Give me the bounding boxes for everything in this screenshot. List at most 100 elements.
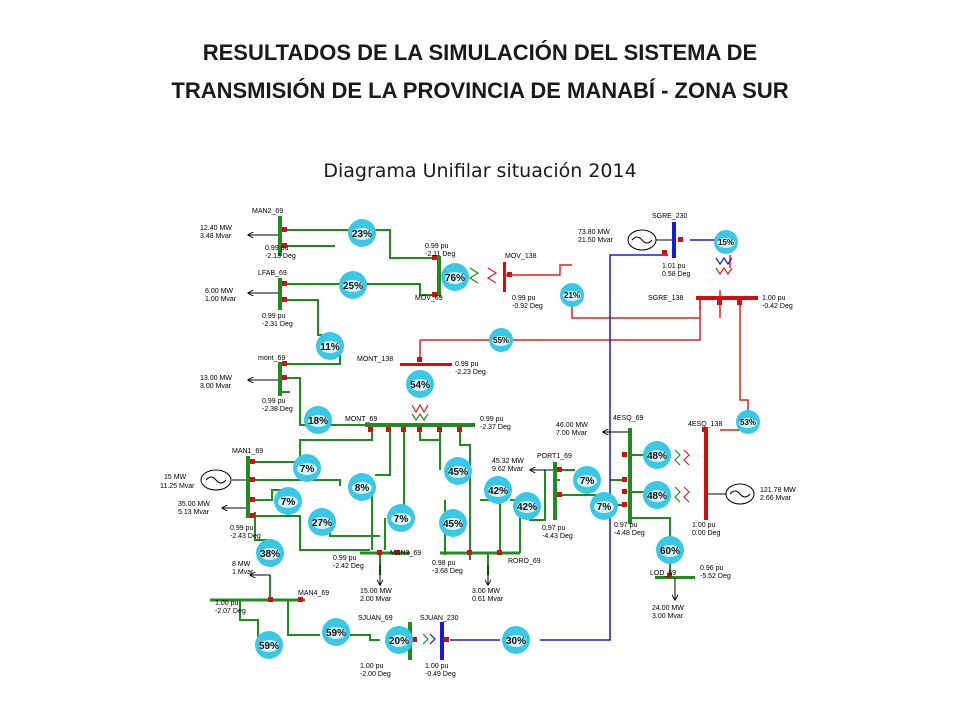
label-port1: PORT1_69 bbox=[537, 453, 572, 460]
generators bbox=[200, 229, 755, 505]
v-port-pu: 0.97 pu bbox=[542, 525, 565, 532]
bus-esq69 bbox=[628, 428, 632, 524]
bus-mont69-small bbox=[278, 362, 282, 396]
svg-text:42%: 42% bbox=[517, 502, 537, 513]
label-sgre230: SGRE_230 bbox=[652, 213, 688, 220]
label-sgre138: SGRE_138 bbox=[648, 295, 684, 302]
transformer-mont-icon bbox=[411, 403, 429, 422]
lines-138kv bbox=[419, 255, 749, 431]
load-man2-mw: 12.40 MW bbox=[200, 225, 232, 232]
gauge-11: 11% bbox=[316, 332, 344, 360]
v-sgre230-pu: 1.01 pu bbox=[662, 263, 685, 270]
load-lfab-mvar: 1.00 Mvar bbox=[205, 296, 237, 303]
label-roro: RORO_69 bbox=[508, 558, 541, 565]
gauge-53: 53% bbox=[736, 410, 760, 434]
v-sjuan230-pu: 1.00 pu bbox=[425, 663, 448, 670]
diagram-subtitle: Diagrama Unifilar situación 2014 bbox=[323, 160, 637, 182]
bus-mont138 bbox=[400, 363, 452, 366]
lines-230kv bbox=[450, 239, 718, 641]
svg-text:7%: 7% bbox=[597, 502, 612, 513]
v-roro-deg: -3.68 Deg bbox=[432, 568, 463, 575]
v-sjuan230-deg: -0.49 Deg bbox=[425, 671, 456, 678]
gauge-55: 55% bbox=[489, 328, 513, 352]
generator-values: 15 MW 11.25 Mvar 73.80 MW 21.50 Mvar 121… bbox=[160, 229, 796, 502]
svg-text:54%: 54% bbox=[410, 380, 430, 391]
v-mont138-deg: -2.23 Deg bbox=[455, 369, 486, 376]
load-arrows bbox=[222, 235, 675, 600]
v-man4-deg: -2.07 Deg bbox=[215, 608, 246, 615]
v-mont69-deg: -2.37 Deg bbox=[480, 424, 511, 431]
gauge-48-b: 48% bbox=[643, 481, 671, 509]
v-mont69-pu: 0.99 pu bbox=[480, 416, 503, 423]
v-esq138-pu: 1.00 pu bbox=[692, 522, 715, 529]
label-sjuan69: SJUAN_69 bbox=[358, 615, 393, 622]
bus-esq138 bbox=[704, 428, 708, 520]
gauge-23: 23% bbox=[348, 219, 376, 247]
load-man4-mw: 8 MW bbox=[232, 561, 251, 568]
v-lfab-deg: -2.31 Deg bbox=[262, 321, 293, 328]
v-sgre138-deg: -0.42 Deg bbox=[762, 303, 793, 310]
svg-text:7%: 7% bbox=[281, 497, 296, 508]
gauge-42-b: 42% bbox=[513, 492, 541, 520]
gauge-27: 27% bbox=[308, 508, 336, 536]
gauge-59-b: 59% bbox=[255, 631, 283, 659]
label-lod: LOD_69 bbox=[650, 570, 676, 577]
svg-text:8%: 8% bbox=[355, 483, 370, 494]
load-lod-mvar: 3.00 Mvar bbox=[652, 613, 684, 620]
label-mov138: MOV_138 bbox=[505, 253, 537, 260]
svg-text:48%: 48% bbox=[647, 451, 667, 462]
bus-port1 bbox=[553, 462, 557, 520]
label-lfab: LFAB_69 bbox=[258, 270, 287, 277]
gauges: 23% 25% 76% 21% 15% 11% 55% 54% 18% 53% … bbox=[255, 219, 760, 659]
svg-text:15%: 15% bbox=[718, 238, 734, 247]
svg-text:59%: 59% bbox=[326, 628, 346, 639]
v-sgre230-deg: 0.58 Deg bbox=[662, 271, 691, 278]
v-man2-deg: -2.13 Deg bbox=[265, 253, 296, 260]
svg-text:23%: 23% bbox=[352, 229, 372, 240]
label-mont138: MONT_138 bbox=[357, 356, 393, 363]
gauge-7-b: 7% bbox=[274, 487, 302, 515]
svg-text:25%: 25% bbox=[343, 281, 363, 292]
gauge-20: 20% bbox=[385, 626, 413, 654]
load-man3-mw: 15.00 MW bbox=[360, 588, 392, 595]
transformer-esq1-icon bbox=[674, 449, 690, 466]
gauge-7-e: 7% bbox=[590, 492, 618, 520]
breakers bbox=[250, 227, 742, 642]
bus-labels: MAN2_69 LFAB_69 mont_69 MONT_138 MONT_69… bbox=[232, 208, 722, 622]
svg-text:18%: 18% bbox=[308, 416, 328, 427]
transformer-mov-icon bbox=[468, 267, 498, 284]
svg-text:27%: 27% bbox=[312, 518, 332, 529]
load-man2-mvar: 3.48 Mvar bbox=[200, 233, 232, 240]
gen-sgre-mw: 73.80 MW bbox=[578, 229, 610, 236]
load-esq-mvar: 7.00 Mvar bbox=[556, 430, 588, 437]
bus-lfab bbox=[278, 278, 282, 310]
label-man3: MAN3_69 bbox=[390, 550, 421, 557]
label-man2: MAN2_69 bbox=[252, 208, 283, 215]
svg-text:20%: 20% bbox=[389, 636, 409, 647]
bus-lod bbox=[655, 576, 695, 579]
bus-mov138 bbox=[503, 262, 506, 292]
gen-esq-mw: 121.78 MW bbox=[760, 487, 796, 494]
gauge-18: 18% bbox=[304, 406, 332, 434]
svg-text:76%: 76% bbox=[445, 273, 465, 284]
load-man1-mw: 35.00 MW bbox=[178, 501, 210, 508]
svg-text:7%: 7% bbox=[300, 464, 315, 475]
gen-man1-mw: 15 MW bbox=[164, 474, 187, 481]
label-mont69: MONT_69 bbox=[345, 416, 377, 423]
gauge-7-c: 7% bbox=[387, 504, 415, 532]
svg-text:60%: 60% bbox=[660, 546, 680, 557]
v-lod-pu: 0.96 pu bbox=[700, 565, 723, 572]
bus-man1 bbox=[246, 456, 250, 518]
svg-text:38%: 38% bbox=[260, 549, 280, 560]
v-esq138-deg: 0.00 Deg bbox=[692, 530, 721, 537]
v-roro-pu: 0.98 pu bbox=[432, 560, 455, 567]
transformer-esq2-icon bbox=[674, 486, 690, 503]
v-mov138-deg: -0.92 Deg bbox=[512, 303, 543, 310]
v-man1-pu: 0.99 pu bbox=[230, 525, 253, 532]
gauge-7-d: 7% bbox=[573, 466, 601, 494]
v-mont69s-deg: -2.38 Deg bbox=[262, 406, 293, 413]
title-line-1: RESULTADOS DE LA SIMULACIÓN DEL SISTEMA … bbox=[202, 40, 758, 65]
transformer-sgre-icon bbox=[715, 256, 733, 276]
gauge-8: 8% bbox=[348, 473, 376, 501]
